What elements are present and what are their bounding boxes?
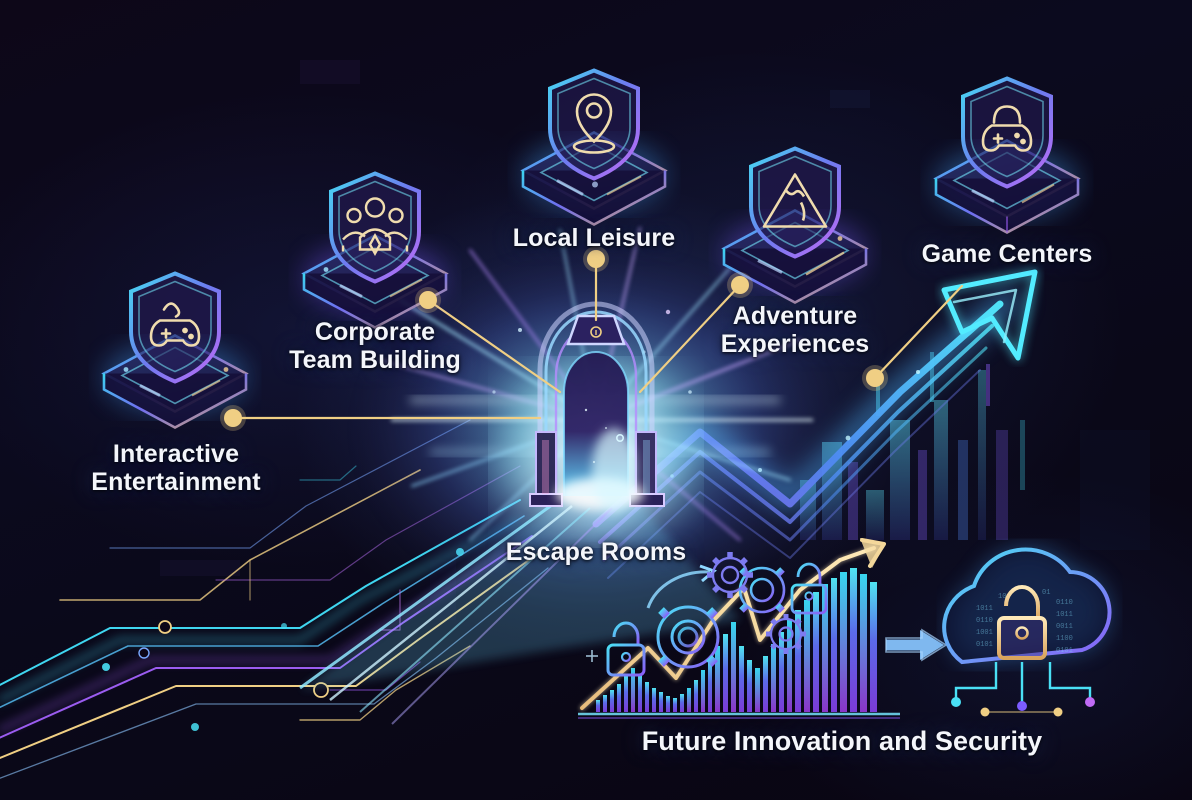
node-icon-interactive-entertainment[interactable] <box>80 258 270 453</box>
svg-text:0101: 0101 <box>976 641 993 649</box>
node-icon-local-leisure[interactable] <box>499 55 689 250</box>
padlock-left-icon <box>606 621 646 677</box>
shield-gamepad-lock-icon <box>961 76 1053 189</box>
svg-text:10: 10 <box>998 593 1006 601</box>
gear-small-icon <box>707 552 753 598</box>
svg-text:1011: 1011 <box>1056 611 1073 619</box>
node-icon-game-centers[interactable] <box>912 63 1102 258</box>
svg-text:0011: 0011 <box>1056 623 1073 631</box>
padlock-right-icon <box>790 562 828 615</box>
svg-text:0110: 0110 <box>1056 599 1073 607</box>
svg-text:1011: 1011 <box>976 605 993 613</box>
svg-text:01: 01 <box>1042 589 1050 597</box>
cloud-network-links <box>954 662 1092 702</box>
bar-series <box>596 568 877 712</box>
connector-lines <box>231 257 964 420</box>
node-icon-corporate-team-building[interactable] <box>280 158 470 353</box>
svg-text:1100: 1100 <box>1056 635 1073 643</box>
gear-large-icon <box>650 599 726 675</box>
shield-mountain-icon <box>749 146 841 259</box>
svg-text:0101: 0101 <box>1056 647 1073 655</box>
svg-text:1001: 1001 <box>976 629 993 637</box>
svg-text:0110: 0110 <box>976 617 993 625</box>
cloud-padlock-icon <box>997 585 1047 660</box>
gear-tiny-icon <box>766 614 806 654</box>
glowing-archway-door-portal[interactable] <box>299 301 740 725</box>
shield-people-group-icon <box>329 171 421 284</box>
sparkle-icon <box>586 650 598 662</box>
right-arrow-icon <box>885 628 948 662</box>
shield-location-pin-icon <box>548 68 640 181</box>
node-icon-adventure-experiences[interactable] <box>700 133 890 328</box>
innovation-security-graphic <box>578 538 948 719</box>
shield-gamepad-icon <box>129 271 221 384</box>
